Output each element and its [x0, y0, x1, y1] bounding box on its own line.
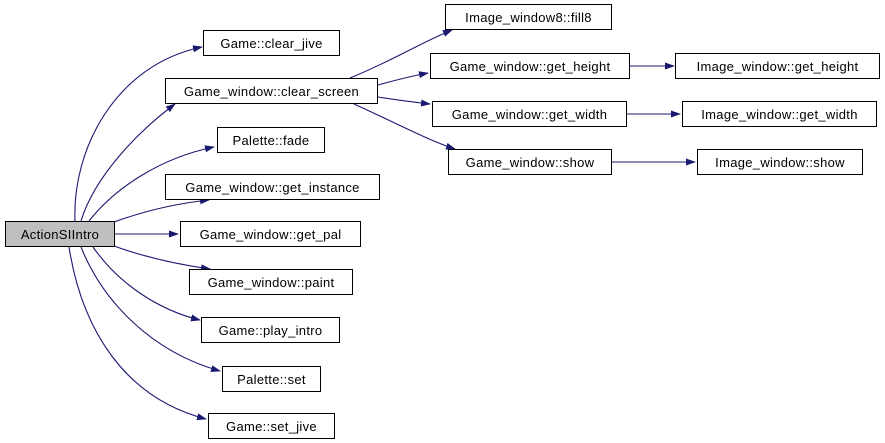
node-palette-set[interactable]: Palette::set — [222, 366, 321, 392]
edge-action-si-intro-to-palette-set — [80, 246, 221, 372]
node-gw-get-pal[interactable]: Game_window::get_pal — [180, 221, 361, 247]
node-gw-paint[interactable]: Game_window::paint — [189, 269, 353, 295]
node-gw-get-width[interactable]: Game_window::get_width — [432, 101, 627, 127]
node-iw-show[interactable]: Image_window::show — [697, 149, 863, 175]
edge-action-si-intro-to-game-play-intro — [92, 246, 201, 322]
node-game-set-jive[interactable]: Game::set_jive — [208, 413, 335, 439]
node-gw-get-height[interactable]: Game_window::get_height — [430, 53, 630, 79]
edge-action-si-intro-to-palette-fade — [88, 145, 215, 222]
node-palette-fade[interactable]: Palette::fade — [217, 127, 325, 153]
edges-group — [68, 29, 696, 421]
edge-gw-clear-screen-to-gw-show — [353, 103, 456, 150]
edge-action-si-intro-to-gw-get-instance — [113, 197, 210, 223]
node-gw-show[interactable]: Game_window::show — [448, 149, 612, 175]
edge-action-si-intro-to-gw-clear-screen — [80, 103, 176, 222]
edge-action-si-intro-to-game-clear-jive — [74, 45, 203, 222]
node-gw-clear-screen[interactable]: Game_window::clear_screen — [165, 78, 378, 104]
edge-action-si-intro-to-gw-paint — [113, 245, 211, 272]
edge-gw-clear-screen-to-gw-get-width — [377, 96, 431, 107]
node-game-play-intro[interactable]: Game::play_intro — [201, 317, 340, 343]
edge-gw-clear-screen-to-gw-get-height — [377, 71, 429, 86]
node-gw-get-instance[interactable]: Game_window::get_instance — [165, 174, 380, 200]
node-game-clear-jive[interactable]: Game::clear_jive — [203, 30, 340, 56]
node-action-si-intro: ActionSIIntro — [5, 221, 115, 247]
node-iw-get-height[interactable]: Image_window::get_height — [675, 53, 880, 79]
node-iw8-fill8[interactable]: Image_window8::fill8 — [445, 4, 612, 30]
node-iw-get-width[interactable]: Image_window::get_width — [682, 101, 877, 127]
edge-action-si-intro-to-game-set-jive — [68, 246, 207, 421]
edge-gw-clear-screen-to-iw8-fill8 — [349, 29, 453, 79]
